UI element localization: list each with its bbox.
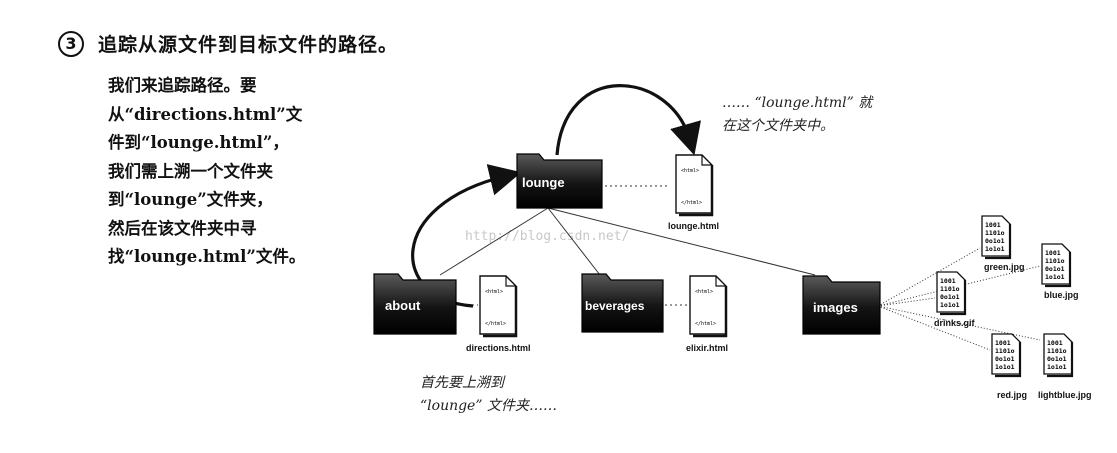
note-top-line: …… “lounge.html” 就 bbox=[722, 95, 873, 111]
image-glyph-line: 1o1o1 bbox=[1047, 363, 1067, 371]
filename-lounge-html: lounge.html bbox=[668, 221, 719, 231]
file-tag-close: </html> bbox=[681, 200, 702, 206]
file-tag-close: </html> bbox=[695, 321, 716, 327]
image-glyph-line: 1001 bbox=[1047, 339, 1063, 347]
image-glyph-line: 0o1o1 bbox=[985, 237, 1005, 245]
image-glyph-line: 0o1o1 bbox=[995, 355, 1015, 363]
filename-drinks-gif: drinks.gif bbox=[934, 318, 976, 328]
note-bottom: 首先要上溯到 “lounge” 文件夹…… bbox=[420, 372, 557, 418]
step-number-badge: 3 bbox=[58, 30, 84, 57]
folder-label-about: about bbox=[385, 298, 421, 313]
image-glyph-line: 1101o bbox=[985, 229, 1005, 237]
file-blue-jpg: 1001 1101o 0o1o1 1o1o1 blue.jpg bbox=[1040, 242, 1079, 300]
image-glyph-line: 1101o bbox=[1047, 347, 1067, 355]
image-glyph-line: 1o1o1 bbox=[1045, 273, 1065, 281]
image-glyph-line: 1101o bbox=[1045, 257, 1065, 265]
image-glyph-line: 1001 bbox=[995, 339, 1011, 347]
file-tag-open: <html> bbox=[695, 289, 713, 295]
image-glyph-line: 1001 bbox=[940, 277, 956, 285]
step-heading: 3 追踪从源文件到目标文件的路径。 bbox=[58, 30, 398, 57]
image-glyph-line: 1o1o1 bbox=[995, 363, 1015, 371]
step-title: 追踪从源文件到目标文件的路径。 bbox=[98, 34, 399, 56]
image-glyph-line: 1101o bbox=[995, 347, 1015, 355]
folder-lounge: lounge bbox=[516, 153, 603, 209]
file-tag-close: </html> bbox=[485, 321, 506, 327]
note-bottom-line: 首先要上溯到 bbox=[420, 375, 504, 391]
filename-green-jpg: green.jpg bbox=[984, 262, 1025, 272]
down-arrow bbox=[555, 84, 701, 156]
folder-label-lounge: lounge bbox=[522, 175, 565, 190]
filename-red-jpg: red.jpg bbox=[997, 390, 1027, 400]
paragraph-line: 到“lounge”文件夹， bbox=[108, 190, 273, 209]
image-glyph-line: 0o1o1 bbox=[940, 293, 960, 301]
image-glyph-line: 1101o bbox=[940, 285, 960, 293]
paragraph-line: 我们来追踪路径。要 bbox=[108, 76, 257, 95]
note-bottom-line: “lounge” 文件夹…… bbox=[420, 398, 557, 414]
paragraph-line: 然后在该文件夹中寻 bbox=[108, 218, 257, 238]
folder-images: images bbox=[802, 275, 881, 335]
note-top: …… “lounge.html” 就 在这个文件夹中。 bbox=[722, 92, 872, 138]
image-glyph-line: 1001 bbox=[985, 221, 1001, 229]
watermark-text: http://blog.csdn.net/ bbox=[465, 229, 629, 244]
file-tag-open: <html> bbox=[681, 168, 699, 174]
image-glyph-line: 0o1o1 bbox=[1047, 355, 1067, 363]
file-directions-html: <html> </html> directions.html bbox=[466, 274, 531, 353]
folder-about: about bbox=[373, 273, 457, 335]
image-glyph-line: 1001 bbox=[1045, 249, 1061, 257]
image-glyph-line: 1o1o1 bbox=[985, 245, 1005, 253]
paragraph-line: 找“lounge.html”文件。 bbox=[108, 247, 306, 266]
file-drinks-gif: 1001 1101o 0o1o1 1o1o1 drinks.gif bbox=[934, 270, 976, 328]
filename-directions-html: directions.html bbox=[466, 343, 531, 353]
image-glyph-line: 1o1o1 bbox=[940, 301, 960, 309]
note-top-line: 在这个文件夹中。 bbox=[722, 118, 834, 134]
folder-label-images: images bbox=[813, 300, 858, 315]
folder-label-beverages: beverages bbox=[585, 299, 645, 313]
explanation-paragraph: 我们来追踪路径。要 从“directions.html”文 件到“lounge.… bbox=[108, 72, 338, 272]
file-tag-open: <html> bbox=[485, 289, 503, 295]
paragraph-line: 件到“lounge.html”， bbox=[108, 133, 289, 152]
tree-connectors bbox=[439, 185, 1041, 351]
file-elixir-html: <html> </html> elixir.html bbox=[686, 274, 728, 353]
file-green-jpg: 1001 1101o 0o1o1 1o1o1 green.jpg bbox=[980, 214, 1025, 272]
paragraph-line: 从“directions.html”文 bbox=[108, 104, 303, 124]
filename-elixir-html: elixir.html bbox=[686, 343, 728, 353]
folder-beverages: beverages bbox=[581, 273, 664, 333]
file-red-jpg: 1001 1101o 0o1o1 1o1o1 red.jpg bbox=[990, 332, 1027, 400]
file-lightblue-jpg: 1001 1101o 0o1o1 1o1o1 lightblue.jpg bbox=[1038, 332, 1092, 400]
filename-blue-jpg: blue.jpg bbox=[1044, 290, 1079, 300]
file-lounge-html: <html> </html> lounge.html bbox=[668, 153, 719, 231]
image-glyph-line: 0o1o1 bbox=[1045, 265, 1065, 273]
paragraph-line: 我们需上溯一个文件夹 bbox=[108, 161, 273, 181]
filename-lightblue-jpg: lightblue.jpg bbox=[1038, 390, 1092, 400]
